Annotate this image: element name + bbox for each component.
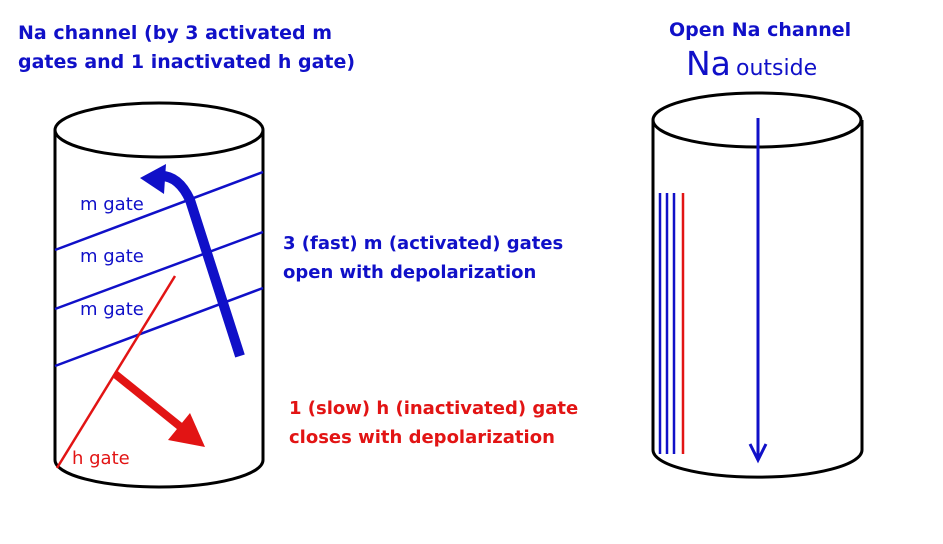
- h-gate-description: 1 (slow) h (inactivated) gate closes wit…: [289, 398, 579, 448]
- m-gate-label-2: m gate: [80, 246, 144, 267]
- m-gate-description: 3 (fast) m (activated) gates open with d…: [283, 233, 564, 283]
- h-gate-label: h gate: [72, 448, 130, 469]
- m-gate-opening-arrow: [140, 164, 245, 358]
- right-title: Open Na channel: [669, 19, 852, 41]
- m-gate-line-3: [54, 286, 264, 368]
- m-gate-label-1: m gate: [80, 194, 144, 215]
- na-outside-label: Na outside: [686, 44, 817, 84]
- h-gate-line: [55, 275, 177, 469]
- m-gate-line-2: [54, 230, 264, 311]
- na-flow-arrow: [748, 118, 768, 464]
- h-gate-closing-arrow: [112, 370, 205, 447]
- outside-word: outside: [736, 56, 818, 81]
- left-title: Na channel (by 3 activated m gates and 1…: [18, 22, 356, 73]
- m-gate-lines: [54, 170, 264, 368]
- na-symbol: Na: [686, 44, 731, 83]
- left-cylinder: [53, 101, 265, 489]
- open-gate-stack: [658, 193, 685, 454]
- m-gate-label-3: m gate: [80, 299, 144, 320]
- m-gate-line-1: [54, 170, 264, 252]
